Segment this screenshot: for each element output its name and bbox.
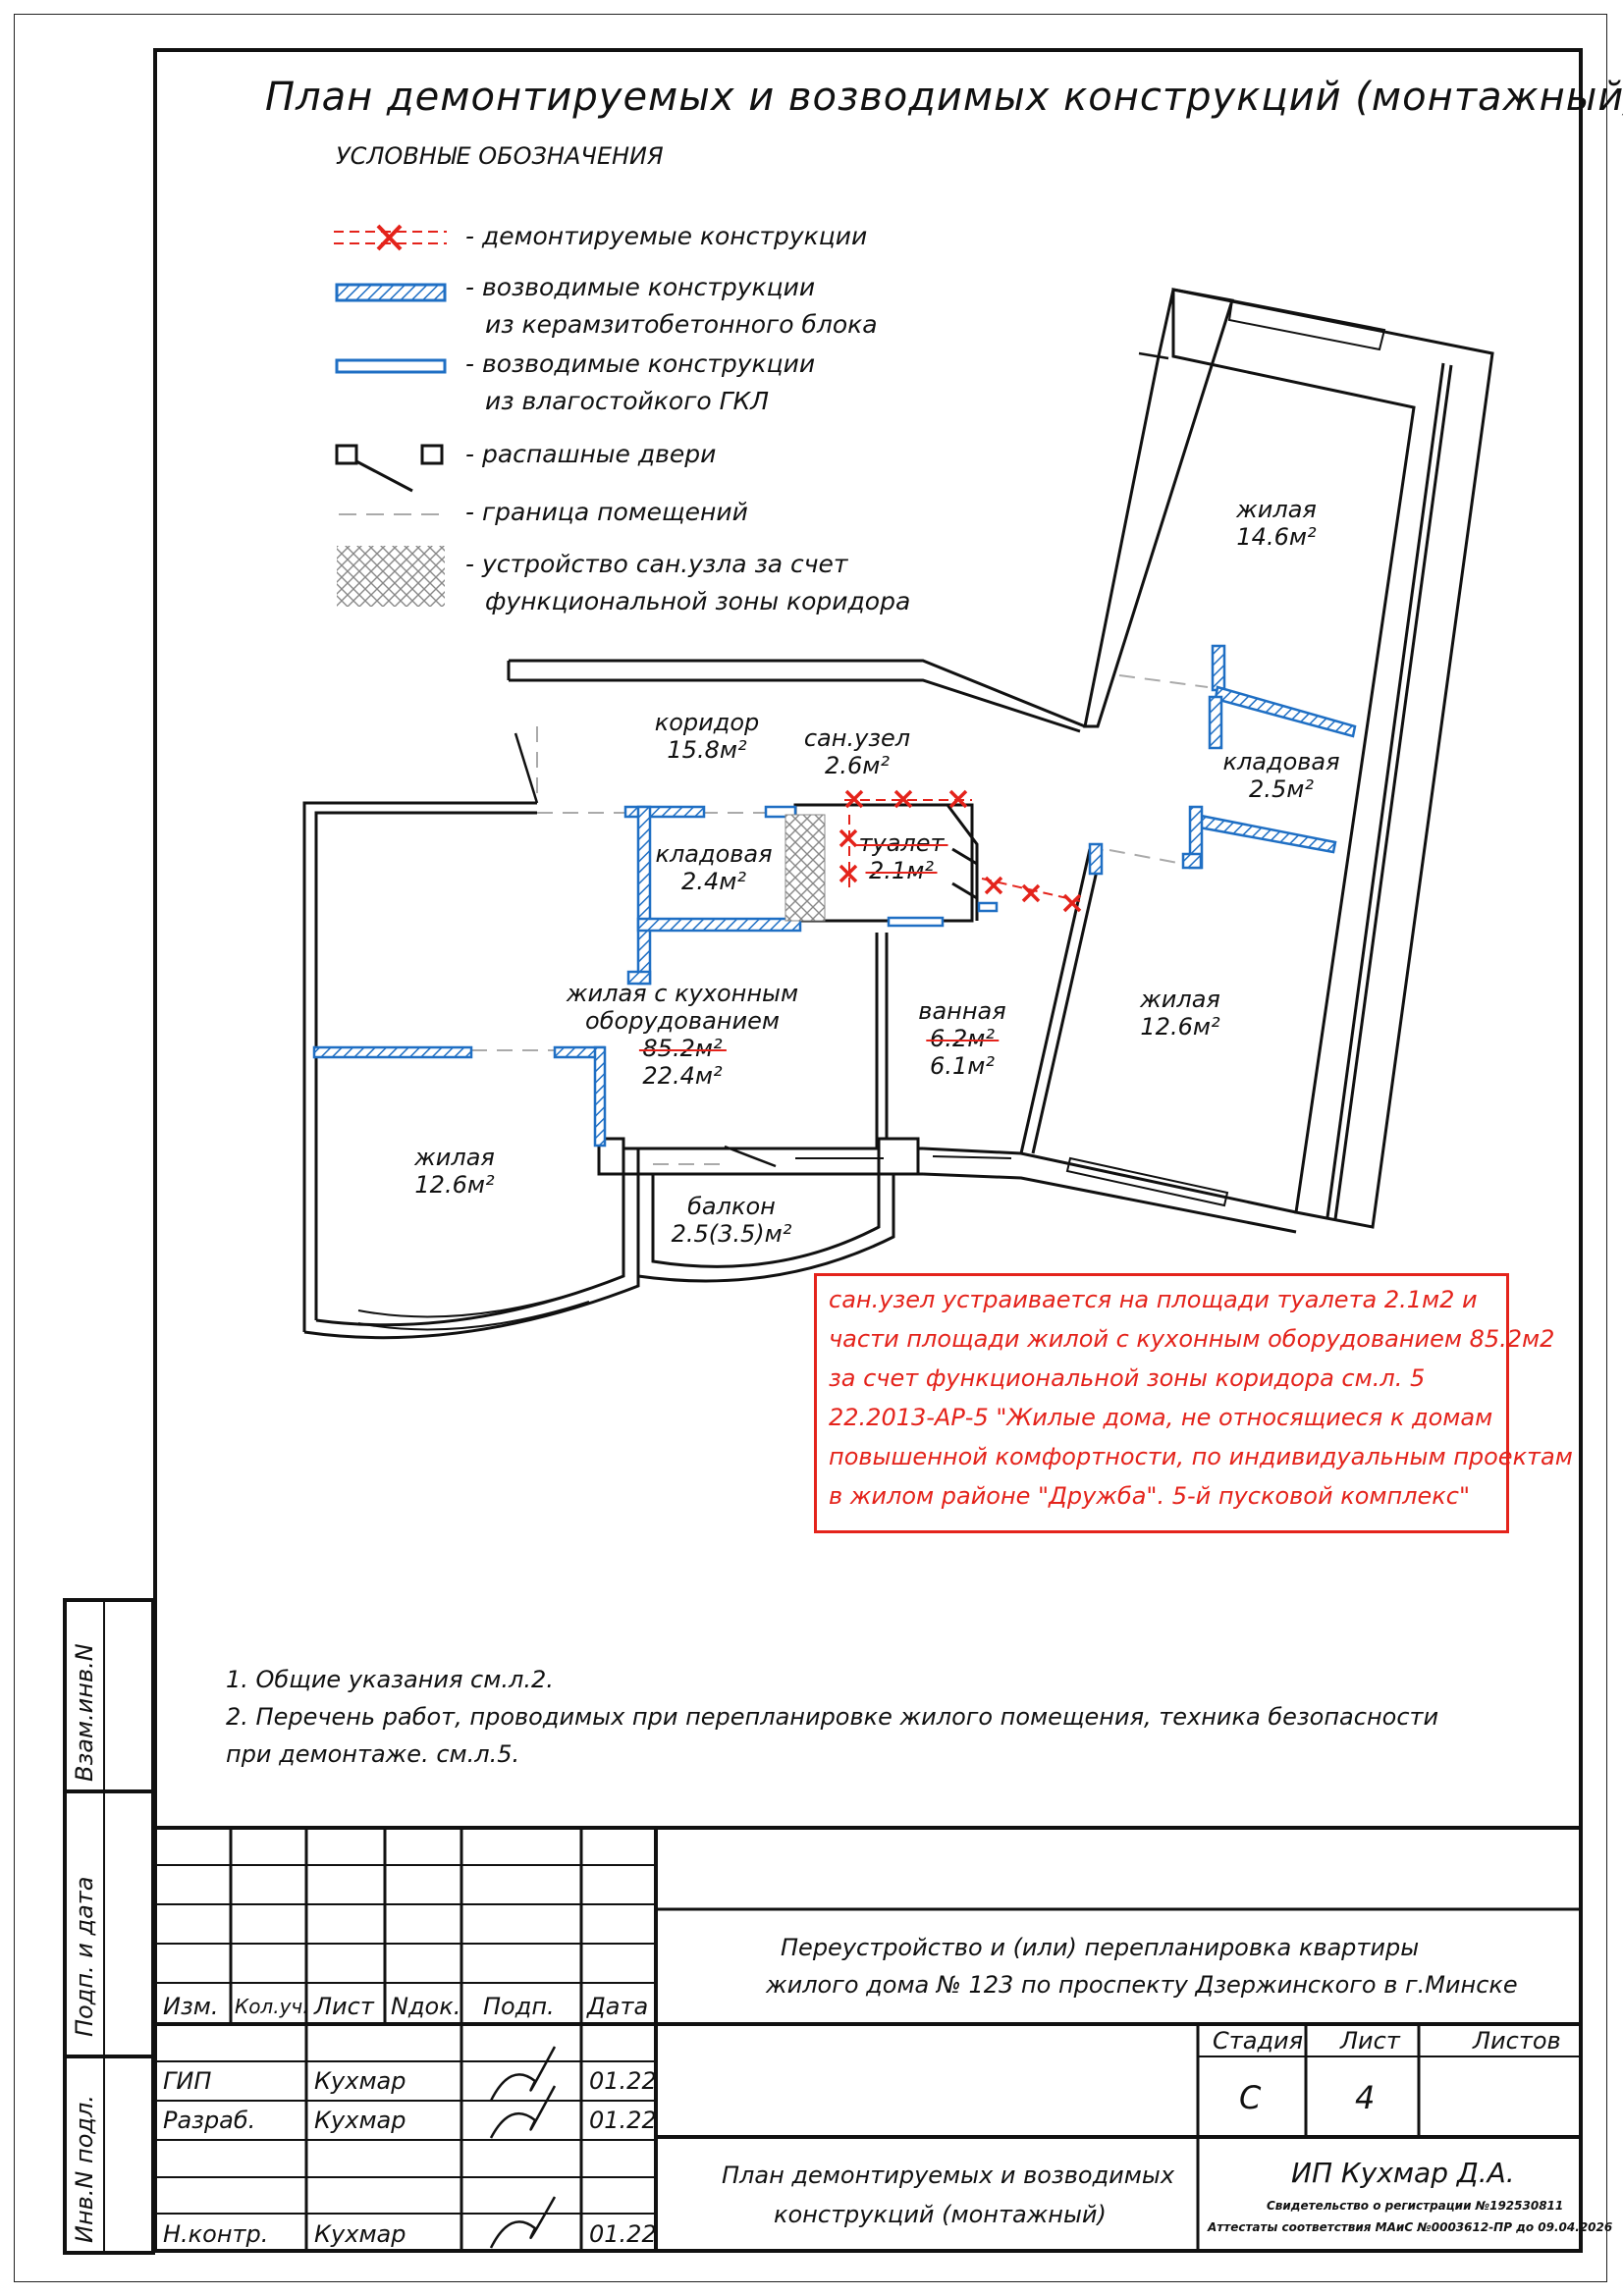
red-note-line-4: 22.2013-АР-5 "Жилые дома, не относящиеся… (829, 1404, 1493, 1431)
plan-demolished-marks (839, 789, 1082, 913)
stamp-role-nkontr: Н.контр. (163, 2220, 269, 2248)
note-3: при демонтаже. см.л.5. (226, 1740, 520, 1768)
note-1: 1. Общие указания см.л.2. (226, 1666, 554, 1693)
stamp-header-izm: Изм. (163, 1993, 219, 2020)
stamp-date-nkontr: 01.22 (589, 2220, 657, 2248)
stamp-header-list: Лист (314, 1993, 374, 2020)
stamp-header-ndok: Nдок. (391, 1993, 461, 2020)
red-note-line-1: сан.узел устраивается на площади туалета… (829, 1286, 1478, 1313)
outer-frame (14, 14, 1607, 2282)
legend-door-label: - распашные двери (465, 440, 717, 468)
legend-bath-zone-label-2: функциональной зоны коридора (485, 587, 911, 615)
stamp-stadia-value: С (1239, 2079, 1262, 2116)
stamp-date-razrab: 01.22 (589, 2107, 657, 2134)
stamp-role-gip: ГИП (163, 2067, 212, 2095)
side-label-inv: Инв.N подл. (71, 2095, 98, 2243)
stamp-header-kol: Кол.уч. (235, 1995, 309, 2018)
legend-symbol-block (335, 283, 447, 302)
plan-windows (357, 298, 1386, 1331)
signature-marks (489, 2046, 557, 2249)
stamp-name-razrab: Кухмар (314, 2107, 406, 2134)
stamp-role-razrab: Разраб. (163, 2107, 256, 2134)
red-note-line-3: за счет функциональной зоны коридора см.… (829, 1364, 1426, 1392)
legend-bath-zone-label: - устройство сан.узла за счет (465, 550, 848, 578)
stamp-project-line-1: Переустройство и (или) перепланировка кв… (781, 1934, 1420, 1961)
side-label-podp: Подп. и дата (71, 1876, 98, 2038)
legend-block-label: - возводимые конструкции (465, 273, 816, 301)
stamp-name-gip: Кухмар (314, 2067, 406, 2095)
plan-doors (514, 351, 1169, 1168)
stamp-listov-label: Листов (1473, 2027, 1561, 2055)
stamp-header-data: Дата (587, 1993, 649, 2020)
legend-symbol-bath-zone (337, 546, 445, 607)
legend-boundary-label: - граница помещений (465, 498, 748, 526)
stamp-list-label: Лист (1340, 2027, 1400, 2055)
legend-demolished-label: - демонтируемые конструкции (465, 222, 868, 250)
legend-gkl-label: - возводимые конструкции (465, 349, 816, 378)
legend-symbol-door (335, 444, 444, 493)
red-note-line-6: в жилом районе "Дружба". 5-й пусковой ко… (829, 1482, 1471, 1510)
legend-gkl-label-2: из влагостойкого ГКЛ (485, 387, 770, 415)
red-note-box: сан.узел устраивается на площади туалета… (814, 1273, 1573, 1533)
plan-new-gkl-walls (764, 805, 999, 928)
note-2: 2. Перечень работ, проводимых при перепл… (226, 1703, 1439, 1731)
stamp-sheet-title-2: конструкций (монтажный) (774, 2201, 1107, 2228)
stamp-list-value: 4 (1355, 2079, 1376, 2116)
legend-heading: УСЛОВНЫЕ ОБОЗНАЧЕНИЯ (336, 142, 664, 170)
stamp-cert-2: Аттестаты соответствия МАиС №0003612-ПР … (1208, 2220, 1613, 2234)
stamp-sheet-title-1: План демонтируемых и возводимых (722, 2162, 1175, 2189)
drawing-title: План демонтируемых и возводимых конструк… (265, 75, 1623, 120)
legend-symbol-demolished (334, 224, 447, 251)
legend-block-label-2: из керамзитобетонного блока (485, 310, 878, 339)
plan-bath-zone (784, 814, 826, 922)
stamp-stadia-label: Стадия (1213, 2027, 1304, 2055)
stamp-cert-1: Свидетельство о регистрации №192530811 (1267, 2199, 1564, 2213)
side-strip-grid (63, 1598, 155, 2255)
stamp-header-podp: Подп. (483, 1993, 555, 2020)
side-label-vzam: Взам.инв.N (71, 1643, 98, 1782)
stamp-name-nkontr: Кухмар (314, 2220, 406, 2248)
red-note-line-5: повышенной комфортности, по индивидуальн… (829, 1443, 1573, 1470)
stamp-date-gip: 01.22 (589, 2067, 657, 2095)
plan-new-block-walls (312, 644, 1357, 1148)
stamp-org: ИП Кухмар Д.А. (1291, 2157, 1515, 2189)
legend-symbol-gkl (335, 358, 447, 374)
stamp-project-line-2: жилого дома № 123 по проспекту Дзержинск… (766, 1971, 1518, 1999)
red-note-line-2: части площади жилой с кухонным оборудова… (829, 1325, 1555, 1353)
plan-room-boundaries (471, 674, 1209, 1165)
